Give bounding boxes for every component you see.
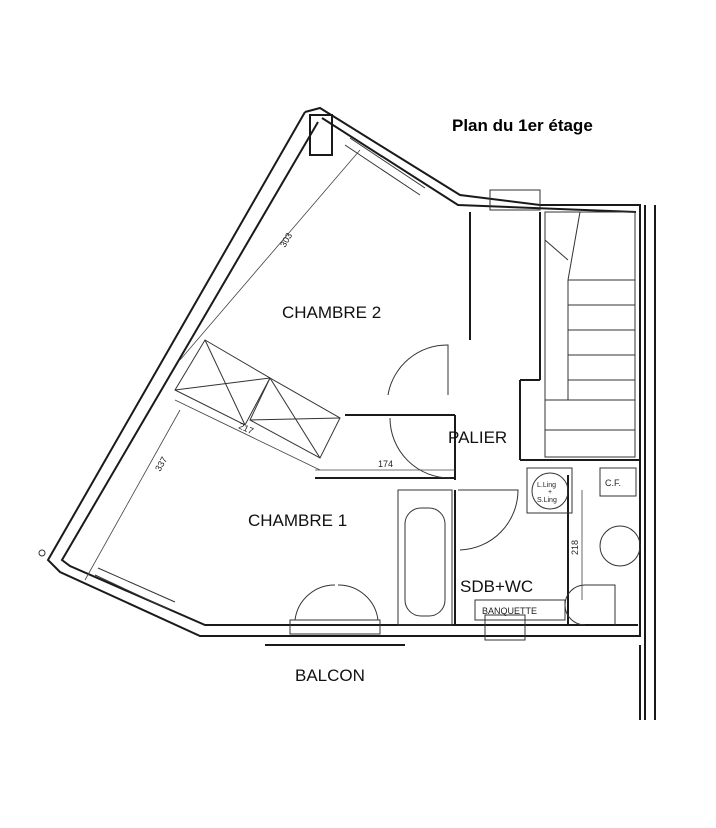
fixture-label-sling: S.Ling [537, 497, 557, 504]
dimension-217: 217 [237, 421, 255, 436]
doors [294, 344, 519, 621]
dimension-337: 337 [153, 455, 169, 473]
fixture-label-plus: + [548, 489, 552, 496]
windows [94, 137, 541, 641]
dimension-303: 303 [278, 231, 294, 249]
room-label-palier: PALIER [448, 428, 507, 447]
dimension-174: 174 [378, 459, 393, 469]
room-label-balcon: BALCON [295, 666, 365, 685]
fixture-label-lling: L.Ling [537, 482, 556, 489]
fixture-label-banquette: BANQUETTE [482, 606, 537, 616]
dimension-218: 218 [570, 540, 580, 555]
wardrobes [174, 339, 341, 459]
marker-circle [38, 549, 46, 557]
exterior-walls [46, 106, 656, 720]
plan-title: Plan du 1er étage [452, 116, 593, 135]
dimension-lines [84, 149, 583, 600]
room-label-sdb-wc: SDB+WC [460, 577, 533, 596]
bathroom-fixtures [397, 467, 641, 626]
room-label-chambre-1: CHAMBRE 1 [248, 511, 347, 530]
interior-walls [265, 212, 640, 646]
fixture-label-cf: C.F. [605, 478, 621, 488]
staircase [544, 211, 636, 458]
room-label-chambre-2: CHAMBRE 2 [282, 303, 381, 322]
